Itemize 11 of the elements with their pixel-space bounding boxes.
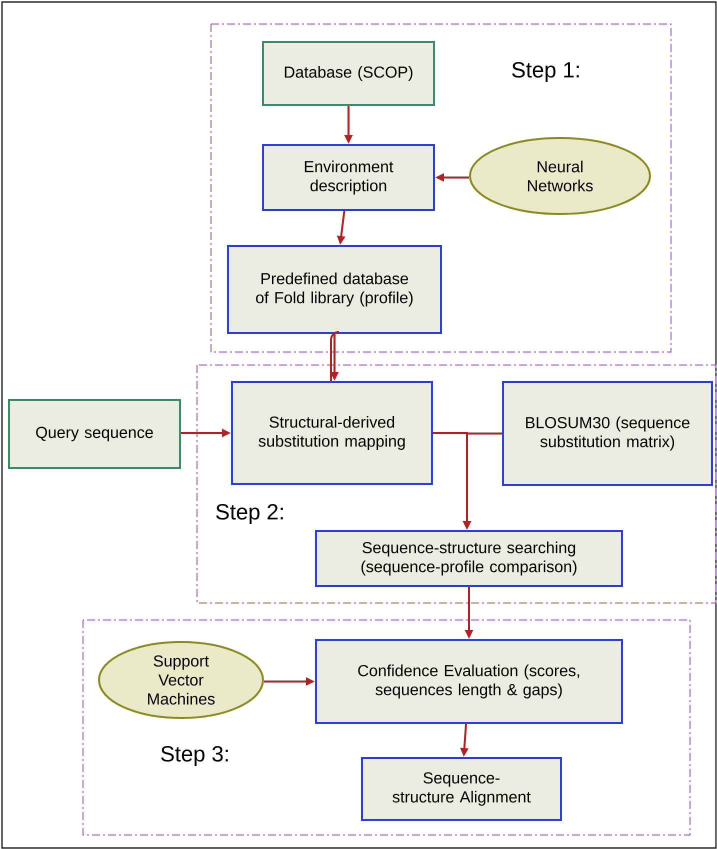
process-box: Database (SCOP) bbox=[262, 41, 435, 106]
ellipse-node: Neural Networks bbox=[469, 137, 651, 215]
process-box: Predefined database of Fold library (profile) bbox=[227, 245, 442, 334]
process-box: Structural-derived substitution mapping bbox=[231, 381, 433, 485]
process-box: Confidence Evaluation (scores, sequences length & gaps) bbox=[315, 639, 623, 724]
process-box: Sequence-structure Alignment bbox=[361, 757, 562, 821]
process-box: Environment description bbox=[262, 144, 435, 211]
process-box: Query sequence bbox=[8, 399, 181, 469]
process-box: BLOSUM30 (sequence substitution matrix) bbox=[502, 381, 713, 486]
process-box: Sequence-structure searching (sequence-profile comparison) bbox=[315, 530, 623, 587]
ellipse-node: Support Vector Machines bbox=[98, 641, 264, 719]
